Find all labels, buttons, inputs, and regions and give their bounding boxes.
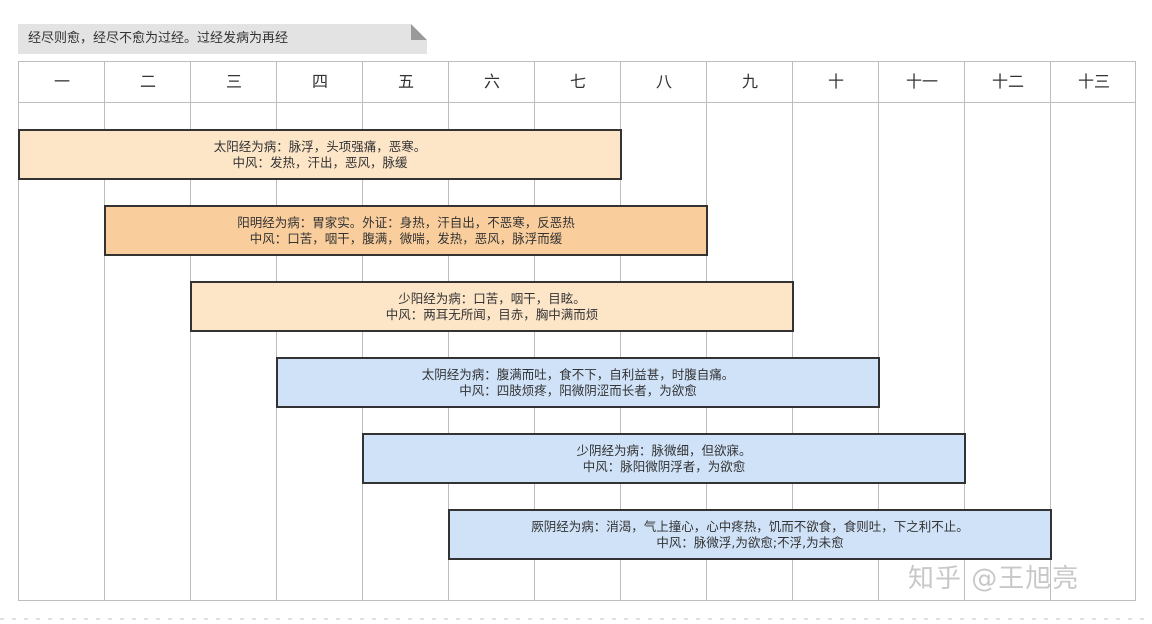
bar-zhongfeng-text: 中风：脉阳微阴浮者，为欲愈 — [582, 458, 746, 474]
channel-bar-yangming: 阳明经为病：胃家实。外证：身热，汗自出，不恶寒，反恶热中风：口苦，咽干，腹满，微… — [104, 205, 708, 256]
channel-bar-jueyin: 厥阴经为病：消渴，气上撞心，心中疼热，饥而不欲食，食则吐，下之利不止。中风：脉微… — [448, 509, 1052, 560]
day-header-1: 一 — [53, 72, 70, 91]
bar-disease-text: 少阳经为病：口苦，咽干，目眩。 — [398, 290, 586, 306]
header-divider — [19, 102, 1135, 103]
day-header-7: 七 — [569, 72, 586, 91]
rule-note: 经尽则愈，经尽不愈为过经。过经发病为再经 — [18, 24, 427, 54]
day-grid: 一 二 三 四 五 六 七 八 九 十 十一 十二 十三太阳经为病：脉浮，头项强痛，恶寒。中风：发热，汗… — [18, 61, 1136, 601]
day-header-11: 十一 — [905, 72, 938, 91]
channel-bar-shaoyang: 少阳经为病：口苦，咽干，目眩。中风：两耳无所闻，目赤，胸中满而烦 — [190, 281, 794, 332]
channel-bar-taiyang: 太阳经为病：脉浮，头项强痛，恶寒。中风：发热，汗出，恶风，脉缓 — [18, 129, 622, 180]
day-header-3: 三 — [225, 72, 242, 91]
channel-bar-shaoyin: 少阴经为病：脉微细，但欲寐。中风：脉阳微阴浮者，为欲愈 — [362, 433, 966, 484]
bar-zhongfeng-text: 中风：发热，汗出，恶风，脉缓 — [232, 154, 408, 170]
day-header-6: 六 — [483, 72, 500, 91]
day-header-5: 五 — [397, 72, 414, 91]
bar-zhongfeng-text: 中风：四肢烦疼，阳微阴涩而长者，为欲愈 — [459, 382, 697, 398]
channel-bar-taiyin: 太阴经为病：腹满而吐，食不下，自利益甚，时腹自痛。中风：四肢烦疼，阳微阴涩而长者… — [276, 357, 880, 408]
bar-disease-text: 太阳经为病：脉浮，头项强痛，恶寒。 — [213, 138, 427, 154]
day-header-12: 十二 — [991, 72, 1024, 91]
day-header-2: 二 — [139, 72, 156, 91]
column-divider — [104, 62, 105, 600]
bar-disease-text: 太阴经为病：腹满而吐，食不下，自利益甚，时腹自痛。 — [421, 366, 735, 382]
day-header-10: 十 — [827, 72, 844, 91]
column-divider — [878, 62, 879, 600]
bar-zhongfeng-text: 中风：口苦，咽干，腹满，微喘，发热，恶风，脉浮而缓 — [249, 230, 563, 246]
day-header-9: 九 — [741, 72, 758, 91]
column-divider — [964, 62, 965, 600]
column-divider — [1050, 62, 1051, 600]
watermark: 知乎 @王旭亮 — [908, 564, 1080, 594]
day-header-8: 八 — [655, 72, 672, 91]
bar-disease-text: 厥阴经为病：消渴，气上撞心，心中疼热，饥而不欲食，食则吐，下之利不止。 — [531, 518, 969, 534]
bottom-dashed-rule — [0, 618, 1152, 620]
day-header-4: 四 — [311, 72, 328, 91]
bar-disease-text: 少阴经为病：脉微细，但欲寐。 — [576, 442, 752, 458]
bar-disease-text: 阳明经为病：胃家实。外证：身热，汗自出，不恶寒，反恶热 — [237, 214, 575, 230]
note-fold-corner — [411, 24, 427, 40]
bar-zhongfeng-text: 中风：脉微浮,为欲愈;不浮,为未愈 — [656, 534, 844, 550]
bar-zhongfeng-text: 中风：两耳无所闻，目赤，胸中满而烦 — [385, 306, 599, 322]
day-header-13: 十三 — [1077, 72, 1110, 91]
rule-note-text: 经尽则愈，经尽不愈为过经。过经发病为再经 — [28, 31, 289, 46]
